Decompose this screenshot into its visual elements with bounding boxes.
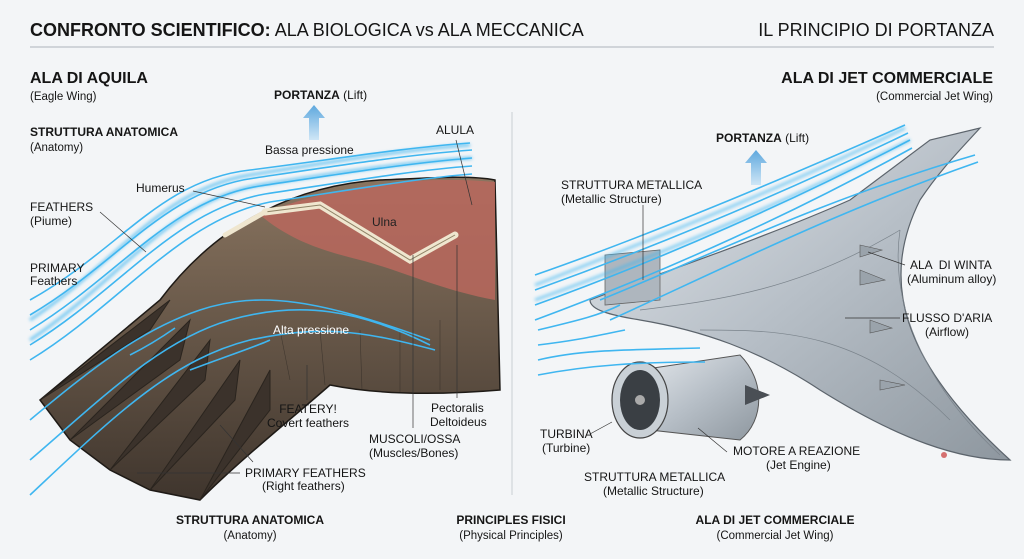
jet-heading: ALA DI JET COMMERCIALE [781, 70, 993, 87]
pectoralis-label: Pectoralis [431, 401, 484, 415]
footer-sub-anatomy: (Anatomy) [223, 530, 277, 542]
alula-label: ALULA [436, 123, 475, 137]
turbina-sub: (Turbine) [542, 441, 591, 455]
eagle-leader-lines [99, 139, 473, 474]
low-pressure-label: Bassa pressione [265, 143, 354, 157]
primary-feathers-sub: (Right feathers) [262, 479, 345, 493]
eagle-heading-sub: (Eagle Wing) [30, 91, 97, 103]
jet-wing [589, 126, 1012, 461]
primary-label: PRIMARY [30, 261, 85, 275]
footer-title-jet: ALA DI JET COMMERCIALE [695, 513, 855, 527]
muscoli-label: MUSCOLI/OSSA [369, 432, 461, 446]
motore-sub: (Jet Engine) [766, 458, 831, 472]
eagle-wing [38, 176, 501, 501]
turbina-label: TURBINA [540, 427, 593, 441]
eagle-airflow [29, 142, 473, 496]
primary-feathers-label: PRIMARY FEATHERS [245, 466, 366, 480]
eagle-lift-label: PORTANZA (Lift) [274, 88, 368, 102]
page-title: CONFRONTO SCIENTIFICO: ALA BIOLOGICA vs … [30, 20, 584, 40]
title-bold: CONFRONTO SCIENTIFICO: [30, 20, 271, 40]
jet-heading-sub: (Commercial Jet Wing) [876, 91, 993, 103]
pectoralis-sub: Deltoideus [430, 415, 487, 429]
struttura-top-label: STRUTTURA METALLICA [561, 178, 703, 192]
ala-winta-sub: (Aluminum alloy) [907, 272, 997, 286]
footer-sub-physics: (Physical Principles) [459, 530, 563, 542]
ala-winta-label: ALA DI WINTA [910, 258, 992, 272]
high-pressure-label: Alta pressione [273, 323, 350, 337]
anatomy-heading: STRUTTURA ANATOMICA [30, 125, 178, 139]
eagle-lift-arrow-icon [303, 105, 325, 140]
feathers-label: FEATHERS [30, 200, 94, 214]
flusso-sub: (Airflow) [925, 325, 969, 339]
anatomy-heading-sub: (Anatomy) [30, 142, 84, 154]
struttura-top-sub: (Metallic Structure) [561, 192, 662, 206]
featery-label: FEATERY! [279, 402, 337, 416]
footer-title-anatomy: STRUTTURA ANATOMICA [176, 513, 324, 527]
jet-leader-lines [589, 205, 906, 453]
motore-label: MOTORE A REAZIONE [733, 444, 861, 458]
footer-title-physics: PRINCIPLES FISICI [456, 513, 566, 527]
jet-lift-arrow-icon [745, 150, 767, 185]
jet-engine [611, 354, 770, 441]
primary-sub: Feathers [30, 274, 78, 288]
right-title: IL PRINCIPIO DI PORTANZA [758, 20, 994, 40]
humerus-label: Humerus [136, 181, 185, 195]
footer-sub-jet: (Commercial Jet Wing) [716, 530, 834, 542]
feathers-sub: (Piume) [30, 214, 73, 228]
jet-lift-label: PORTANZA (Lift) [716, 131, 810, 145]
struttura-bottom-label: STRUTTURA METALLICA [584, 470, 726, 484]
title-rest: ALA BIOLOGICA vs ALA MECCANICA [274, 20, 584, 40]
muscoli-sub: (Muscles/Bones) [369, 446, 459, 460]
struttura-bottom-sub: (Metallic Structure) [603, 484, 704, 498]
jet-airflow [534, 124, 979, 376]
ulna-label: Ulna [372, 215, 397, 229]
featery-sub: Covert feathers [266, 416, 350, 430]
eagle-heading: ALA DI AQUILA [30, 70, 148, 87]
flusso-label: FLUSSO D'ARIA [902, 311, 993, 325]
